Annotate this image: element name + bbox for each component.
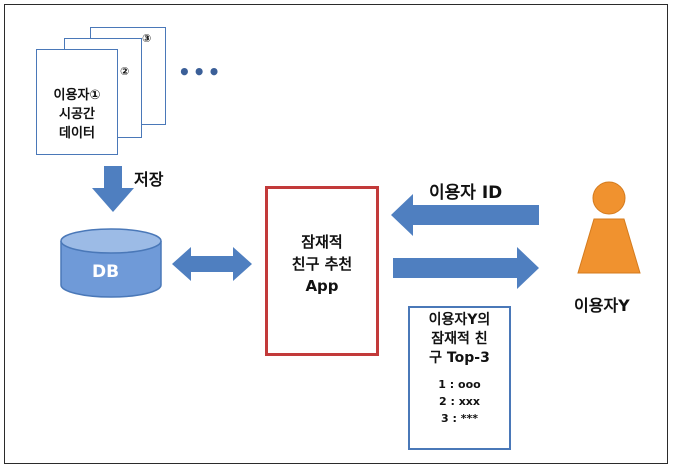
result-item: 1 : ooo [438, 378, 481, 391]
db-icon [60, 228, 162, 298]
result-box: 이용자Y의 잠재적 친 구 Top-3 1 : ooo 2 : xxx 3 : … [408, 306, 511, 450]
output-arrow [393, 247, 539, 289]
result-title: 이용자Y의 잠재적 친 구 Top-3 [428, 312, 491, 366]
input-arrow [391, 194, 539, 236]
document-1: 이용자① 시공간 데이터 [36, 49, 118, 155]
document-2-mark: ② [120, 65, 130, 78]
recommendation-app-box: 잠재적 친구 추천 App [265, 186, 379, 356]
result-item: 2 : xxx [439, 395, 480, 408]
user-label: 이용자Y [574, 296, 630, 315]
ellipsis-dots: ••• [178, 60, 223, 84]
input-label: 이용자 ID [429, 183, 503, 203]
app-label: 잠재적 친구 추천 App [291, 233, 353, 295]
store-arrow [92, 166, 134, 212]
db-app-double-arrow [172, 247, 252, 281]
document-3-mark: ③ [142, 32, 152, 45]
person-icon [577, 181, 641, 274]
store-label: 저장 [134, 170, 164, 189]
diagram-frame [4, 4, 668, 464]
document-1-label: 이용자① 시공간 데이터 [53, 88, 101, 141]
result-item: 3 : *** [441, 412, 478, 425]
db-label: DB [92, 262, 120, 282]
